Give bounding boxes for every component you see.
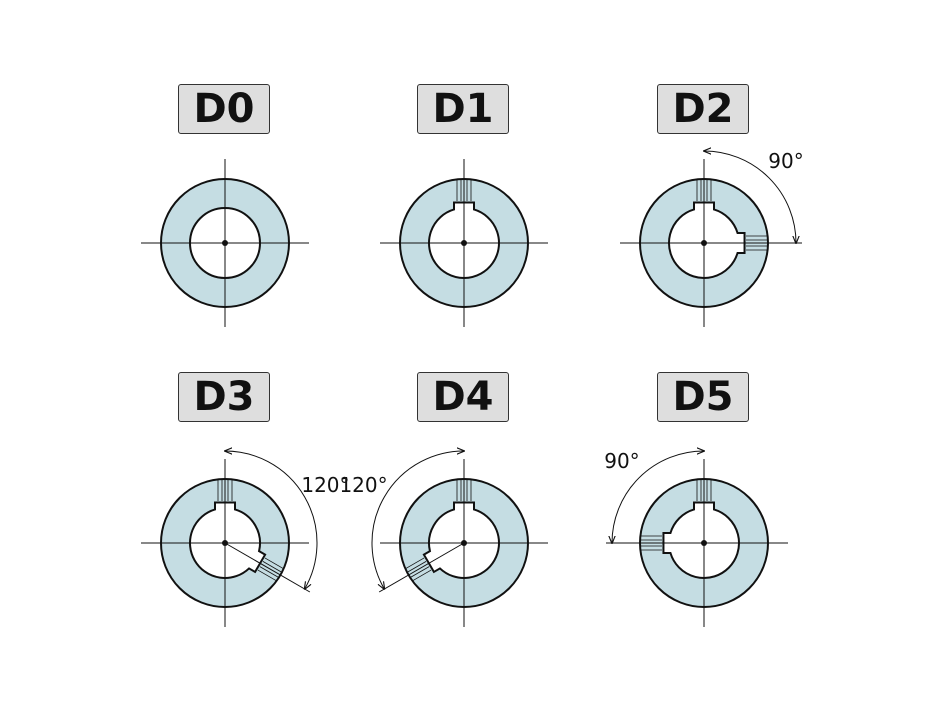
variant-label-d3: D3 (178, 372, 270, 422)
angle-arc (612, 451, 704, 543)
angle-extension-line (224, 542, 311, 593)
coupling-d0 (141, 159, 309, 327)
coupling-d1 (380, 159, 548, 327)
angle-arc (371, 451, 464, 589)
coupling-d2: 90° (620, 149, 804, 327)
coupling-d3: 120° (141, 451, 350, 627)
coupling-d4: 120° (339, 451, 548, 627)
center-dot (461, 240, 467, 246)
angle-label: 120° (339, 473, 387, 497)
angle-label: 90° (604, 449, 639, 473)
variant-label-d1: D1 (417, 84, 509, 134)
variant-label-d5: D5 (657, 372, 749, 422)
coupling-d5: 90° (604, 449, 788, 627)
variant-label-d2: D2 (657, 84, 749, 134)
variant-label-d4: D4 (417, 372, 509, 422)
angle-label: 90° (768, 149, 803, 173)
angle-extension-line (378, 542, 465, 593)
variant-label-d0: D0 (178, 84, 270, 134)
center-dot (222, 240, 228, 246)
angle-arc (704, 151, 796, 243)
angle-label: 120° (301, 473, 349, 497)
angle-arc (225, 451, 318, 589)
